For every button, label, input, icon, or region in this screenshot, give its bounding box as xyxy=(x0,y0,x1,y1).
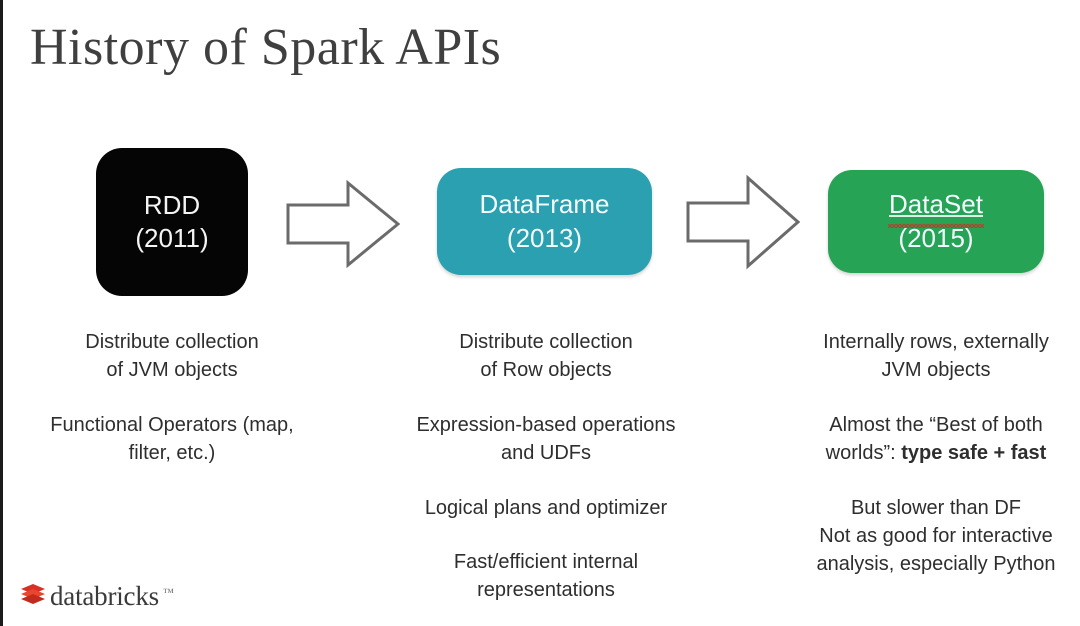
rdd-bullet-1-line-2: of JVM objects xyxy=(106,359,238,382)
stage-year-dataframe: (2013) xyxy=(506,222,583,253)
dataset-bullet-2-line-2-prefix: worlds”: xyxy=(825,442,902,465)
rdd-bullet-2: Functional Operators (map, filter, etc.) xyxy=(24,411,320,468)
dataset-bullet-1-line-1: Internally rows, externally xyxy=(823,331,1049,353)
arrow-dataframe-to-dataset xyxy=(686,174,801,275)
page-title: History of Spark APIs xyxy=(30,19,502,76)
dataset-bullet-1-line-2: JVM objects xyxy=(881,359,991,382)
dataframe-bullet-3-line-1: Logical plans and optimizer xyxy=(424,496,668,519)
dataframe-bullet-2-line-2: and UDFs xyxy=(500,442,592,465)
description-column-dataset: Internally rows, externally JVM objects … xyxy=(796,328,1076,579)
dataset-bullet-1: Internally rows, externally JVM objects xyxy=(796,328,1076,385)
databricks-wordmark: databricks xyxy=(50,581,159,611)
stage-name-rdd: RDD xyxy=(143,189,201,220)
stage-box-rdd[interactable]: RDD (2011) xyxy=(96,148,248,296)
dataset-bullet-3-line-3: analysis, especially Python xyxy=(816,553,1056,576)
rdd-bullet-2-line-2: filter, etc.) xyxy=(128,442,216,465)
stage-year-dataset: (2015) xyxy=(898,222,974,253)
databricks-stack-icon xyxy=(20,582,46,611)
rdd-bullet-2-line-1: Functional Operators (map, xyxy=(50,413,294,436)
description-column-dataframe: Distribute collection of Row objects Exp… xyxy=(396,328,696,605)
description-column-rdd: Distribute collection of JVM objects Fun… xyxy=(24,328,320,468)
dataframe-bullet-2-line-1: Expression-based operations xyxy=(416,413,676,436)
stage-name-dataframe: DataFrame xyxy=(479,189,610,220)
dataset-bullet-3-line-1: But slower than DF xyxy=(850,496,1022,519)
dataframe-bullet-1-line-1: Distribute collection xyxy=(459,331,633,353)
rdd-bullet-1-line-1: Distribute collection xyxy=(85,331,259,353)
dataset-bullet-2-line-1: Almost the “Best of both xyxy=(829,413,1043,436)
dataset-bullet-3-line-2: Not as good for interactive xyxy=(819,524,1053,547)
dataframe-bullet-1: Distribute collection of Row objects xyxy=(396,328,696,385)
dataframe-bullet-4-line-2: representations xyxy=(477,579,615,602)
arrow-rdd-to-dataframe xyxy=(286,179,401,273)
stage-name-dataset: DataSet xyxy=(888,188,984,228)
dataframe-bullet-2: Expression-based operations and UDFs xyxy=(396,411,696,468)
stage-year-rdd: (2011) xyxy=(135,223,209,253)
stage-box-dataset[interactable]: DataSet (2015) xyxy=(828,170,1044,273)
dataframe-bullet-1-line-2: of Row objects xyxy=(480,359,612,382)
left-edge-strip xyxy=(0,0,3,626)
rdd-bullet-1: Distribute collection of JVM objects xyxy=(24,328,320,385)
dataframe-bullet-4-line-1: Fast/efficient internal xyxy=(453,550,639,573)
trademark-symbol: ™ xyxy=(162,587,174,599)
dataset-bullet-3: But slower than DF Not as good for inter… xyxy=(796,494,1076,579)
dataframe-bullet-3: Logical plans and optimizer xyxy=(396,494,696,522)
dataframe-bullet-4: Fast/efficient internal representations xyxy=(396,548,696,605)
dataset-bullet-2-line-2-bold: type safe + fast xyxy=(901,442,1047,465)
dataset-bullet-2: Almost the “Best of both worlds”: type s… xyxy=(796,411,1076,468)
stage-box-dataframe[interactable]: DataFrame (2013) xyxy=(437,168,652,275)
databricks-logo: databricks ™ xyxy=(20,581,174,612)
